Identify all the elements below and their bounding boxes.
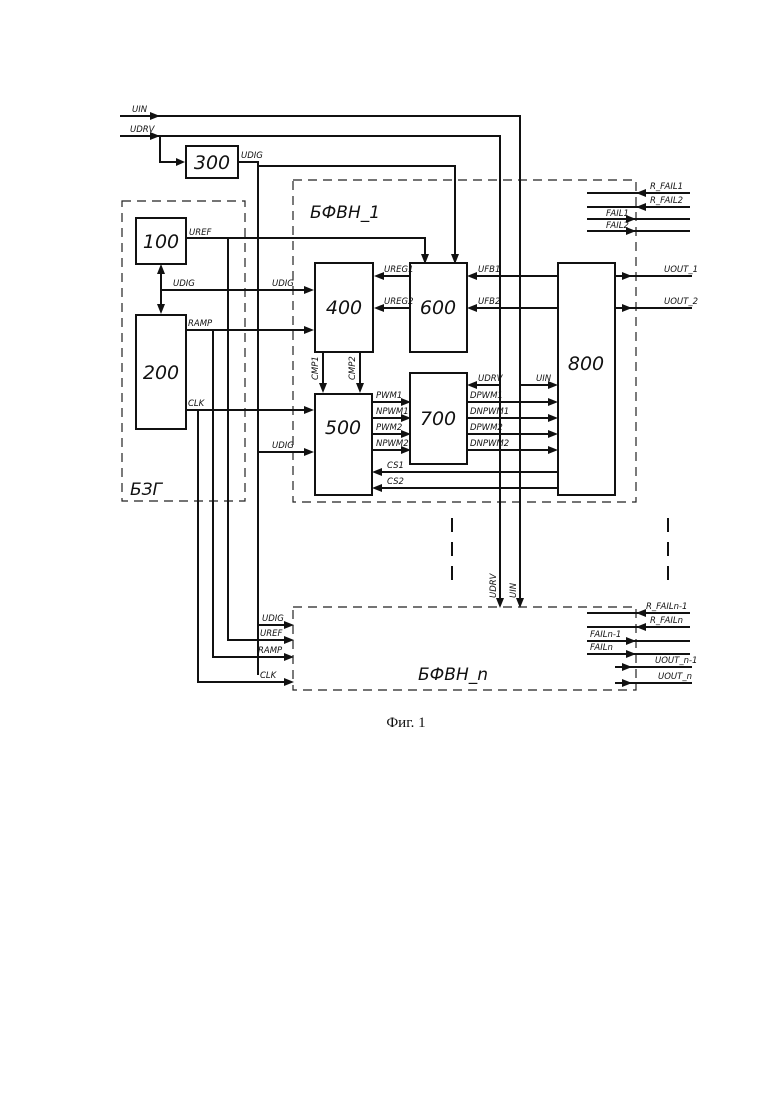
arrowhead [304,286,314,294]
arrowhead [319,383,327,393]
arrowhead [626,650,636,658]
ramp-n-label: RAMP [258,646,283,656]
udig-500-label: UDIG [272,441,294,451]
dpwm1-label: DPWM1 [470,391,503,401]
udrv-top-label: UDRV [130,125,156,135]
dpwm2-label: DPWM2 [470,423,503,433]
ureg2-label: UREG2 [384,297,414,307]
ufb1-label: UFB1 [478,265,500,275]
cs2-label: CS2 [387,477,404,487]
udig-300-label: UDIG [241,151,263,161]
arrowhead [372,468,382,476]
ufb2-label: UFB2 [478,297,500,307]
block-500-label: 500 [325,417,361,439]
arrowhead [622,679,632,687]
arrowhead [176,158,185,166]
arrowhead [304,326,314,334]
arrowhead [636,189,646,197]
uout-n-label: UOUT_n [658,672,692,682]
arrowhead [374,272,384,280]
arrowhead [157,264,165,274]
uout-2-label: UOUT_2 [664,297,698,307]
arrowhead [150,112,160,120]
bfvn-n-title: БФВН_n [418,665,488,685]
uref-line [186,238,425,262]
arrowhead [622,304,632,312]
dnpwm1-label: DNPWM1 [470,407,509,417]
uin-800-label: UIN [536,374,552,384]
uin-top-label: UIN [132,105,148,115]
uout-n-1-label: UOUT_n-1 [655,656,697,666]
r-fail2-label: R_FAIL2 [650,196,683,206]
arrowhead [548,398,558,406]
npwm2-label: NPWM2 [376,439,409,449]
arrowhead [467,304,477,312]
uref-n-label: UREF [260,629,282,639]
ramp-label: RAMP [188,319,213,329]
arrowhead [374,304,384,312]
arrowhead [622,663,632,671]
udig-400-label: UDIG [272,279,294,289]
arrowhead [372,484,382,492]
udrv-to-300-line [160,136,181,162]
arrowhead [636,623,646,631]
udig-bzg-label: UDIG [173,279,195,289]
ramp-distribution-line [213,330,290,657]
arrowhead [157,304,165,314]
dnpwm2-label: DNPWM2 [470,439,509,449]
cmp1-label: CMP1 [311,356,321,380]
pwm2-label: PWM2 [376,423,402,433]
r-fail1-label: R_FAIL1 [650,182,683,192]
arrowhead [304,406,314,414]
npwm1-label: NPWM1 [376,407,409,417]
block-700-label: 700 [420,408,456,430]
failn-label: FAILn [590,643,613,653]
uout-1-label: UOUT_1 [664,265,698,275]
r-failn-1-label: R_FAILn-1 [646,602,687,612]
arrowhead [622,272,632,280]
block-800-label: 800 [568,353,604,375]
uref-100-label: UREF [189,228,211,238]
block-100-label: 100 [143,231,179,253]
block-300-label: 300 [194,152,230,174]
failn-1-label: FAILn-1 [590,630,621,640]
arrowhead [356,383,364,393]
block-600-label: 600 [420,297,456,319]
ureg1-label: UREG1 [384,265,414,275]
arrowhead [548,414,558,422]
block-500 [315,394,372,495]
pwm1-label: PWM1 [376,391,402,401]
arrowhead [284,678,294,686]
fail2-label: FAIL2 [606,221,629,231]
block-400-label: 400 [326,297,362,319]
block-200-label: 200 [143,362,179,384]
arrowhead [636,609,646,617]
arrowhead [467,381,477,389]
fail1-label: FAIL1 [606,209,629,219]
arrowhead [496,598,504,608]
cs1-label: CS1 [387,461,404,471]
clk-n-label: CLK [260,671,278,681]
clk-label: CLK [188,399,206,409]
arrowhead [626,637,636,645]
figure-caption: Фиг. 1 [386,715,425,731]
arrowhead [548,430,558,438]
udig-n-label: UDIG [262,614,284,624]
udrv-n-label: UDRV [489,572,499,598]
uin-n-label: UIN [509,582,519,598]
cmp2-label: CMP2 [348,356,358,380]
arrowhead [304,448,314,456]
block-800 [558,263,615,495]
bzg-title: БЗГ [130,480,164,500]
arrowhead [636,203,646,211]
bfvn-1-title: БФВН_1 [310,203,380,223]
arrowhead [467,272,477,280]
r-failn-label: R_FAILn [650,616,683,626]
udrv-700-label: UDRV [478,374,504,384]
arrowhead [548,446,558,454]
